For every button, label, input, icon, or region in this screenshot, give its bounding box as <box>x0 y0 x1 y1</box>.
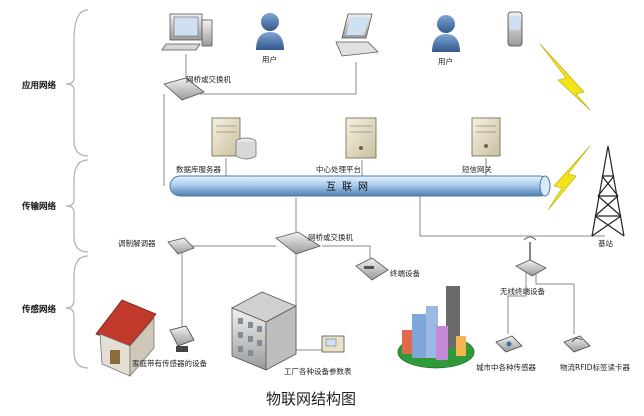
connection-lines <box>163 54 605 351</box>
central-server-icon <box>345 117 377 159</box>
bridge-mid-label: 网桥或交换机 <box>308 232 353 242</box>
diagram-caption: 物联网结构图 <box>266 390 356 408</box>
user-icon-1 <box>256 13 284 50</box>
database-server-icon <box>211 117 257 160</box>
city-buildings-icon <box>397 286 475 369</box>
internet-label: 互联网 <box>326 181 374 193</box>
bridge-switch-mid-icon <box>275 231 321 255</box>
internet-pipe: 互联网 <box>169 175 551 197</box>
sms-gateway-server-icon <box>471 117 501 157</box>
home-device-label: 家庭带有传感器的设备 <box>132 358 207 368</box>
wireless-terminal-label: 无线终端设备 <box>500 286 545 296</box>
house-icon <box>95 299 157 378</box>
bridge-switch-top-icon <box>163 77 205 101</box>
laptop-icon <box>335 13 379 57</box>
user-icon-2 <box>432 15 460 52</box>
db-server-label: 数据库服务器 <box>176 164 221 174</box>
factory-meter-icon <box>321 335 345 353</box>
city-sensor-icon <box>495 335 523 353</box>
terminal-label: 终端设备 <box>390 268 420 278</box>
rfid-reader-label: 物流RFID标签读卡器 <box>560 362 631 372</box>
central-platform-label: 中心处理平台 <box>316 164 361 174</box>
modem-icon <box>167 237 195 255</box>
layer-braces <box>65 9 89 369</box>
terminal-device-icon <box>355 257 389 281</box>
user-2-label: 用户 <box>438 56 453 66</box>
wireless-terminal-icon <box>515 236 547 277</box>
base-station-label: 基站 <box>598 238 613 248</box>
home-sensor-device-icon <box>169 325 195 352</box>
base-station-tower-icon <box>591 145 625 237</box>
user-1-label: 用户 <box>262 54 277 64</box>
desktop-computer-icon <box>161 13 213 51</box>
mobile-phone-icon <box>507 11 523 47</box>
factory-meter-label: 工厂各种设备参数表 <box>284 366 352 376</box>
sms-gateway-label: 短信网关 <box>462 164 492 174</box>
wireless-lightning-icon <box>539 43 591 211</box>
layer-label-sensing: 传感网络 <box>21 304 57 315</box>
city-sensor-label: 城市中各种传感器 <box>476 362 536 372</box>
bridge-top-label: 网桥或交换机 <box>186 74 231 84</box>
rfid-reader-icon <box>563 335 591 353</box>
modem-label: 调制解调器 <box>118 238 156 248</box>
layer-label-application: 应用网络 <box>22 80 57 91</box>
layer-label-transport: 传输网络 <box>21 201 57 212</box>
factory-building-icon <box>231 291 297 371</box>
